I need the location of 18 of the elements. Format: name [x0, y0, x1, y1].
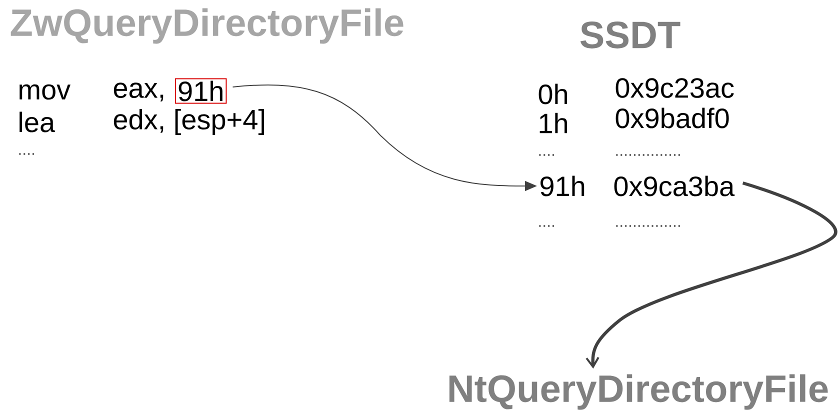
ellipsis-text: ....: [19, 153, 34, 155]
code-text: mov: [20, 84, 70, 100]
arrow: [586, 181, 837, 369]
ellipsis-text: ....: [539, 225, 554, 227]
ellipsis-text: ...............: [616, 154, 680, 156]
code-text: 0h: [538, 84, 568, 104]
title-text: SSDT: [580, 22, 680, 48]
code-text: lea: [20, 112, 56, 132]
table-row: 91h 0x9ca3ba: [540, 176, 735, 196]
title-text: ZwQueryDirectoryFile: [10, 8, 404, 44]
code-text: 0x9c23ac: [616, 78, 734, 98]
code-text: edx, [esp+4]: [114, 108, 264, 136]
highlight-box: 91h: [175, 78, 227, 104]
ellipsis-text: ...............: [616, 225, 680, 227]
code-text: 0x9badf0: [616, 108, 729, 128]
code-text: 1h: [540, 112, 568, 134]
title-text: NtQueryDirectoryFile: [449, 374, 828, 410]
ellipsis-text: ....: [539, 154, 554, 156]
